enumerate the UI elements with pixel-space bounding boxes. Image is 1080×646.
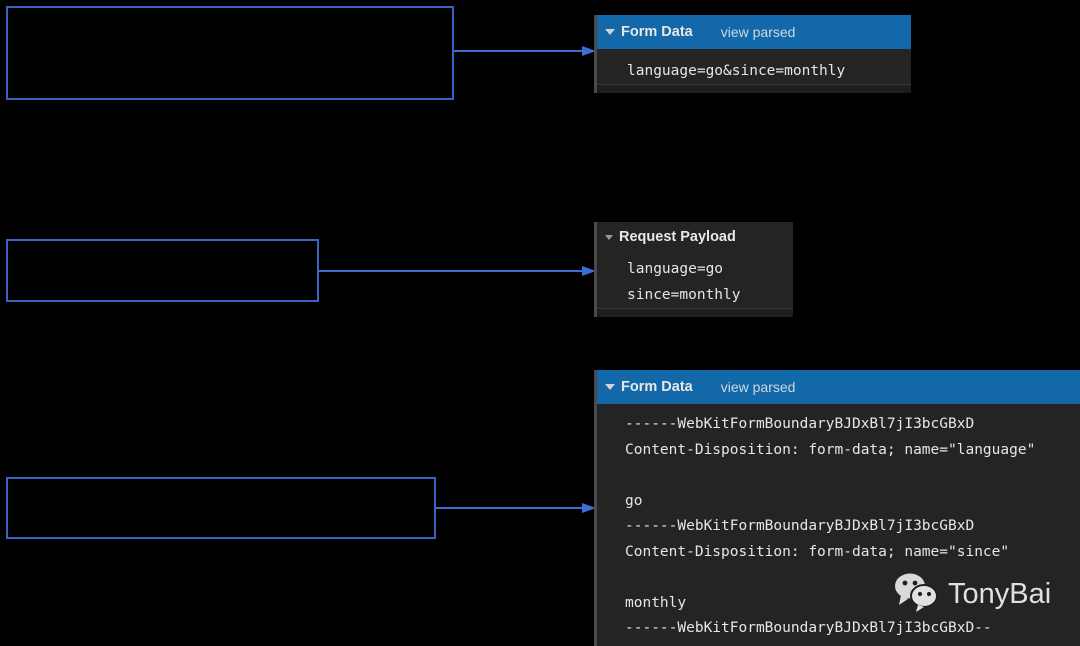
multipart-line: go (625, 492, 643, 509)
highlight-box-json (6, 239, 319, 302)
view-parsed-link[interactable]: view parsed (720, 24, 796, 40)
triangle-down-icon[interactable] (605, 29, 615, 35)
panel-title: Form Data (621, 24, 693, 40)
panel-header-form-data-urlencoded[interactable]: Form Data view parsed (597, 15, 911, 49)
connector-arrow-3 (436, 502, 596, 514)
multipart-line: Content-Disposition: form-data; name="si… (625, 543, 1010, 560)
panel-body-request-payload: language=go since=monthly (597, 252, 793, 308)
multipart-line (597, 565, 1080, 591)
triangle-down-icon[interactable] (605, 234, 613, 240)
panel-body-form-data-urlencoded: language=go&since=monthly (597, 49, 911, 84)
panel-header-form-data-multipart[interactable]: Form Data view parsed (597, 370, 1080, 404)
payload-line: since=monthly (627, 287, 741, 303)
highlight-box-multipart (6, 477, 436, 539)
multipart-line: monthly (625, 594, 687, 611)
panel-footer (597, 84, 911, 93)
triangle-down-icon[interactable] (605, 384, 615, 390)
multipart-line: ------WebKitFormBoundaryBJDxBl7jI3bcGBxD (625, 416, 975, 432)
panel-request-payload: Request Payload language=go since=monthl… (594, 222, 793, 317)
form-data-line: language=go&since=monthly (627, 63, 846, 79)
payload-line: language=go (627, 261, 724, 277)
highlight-box-urlencoded (6, 6, 454, 100)
panel-title: Form Data (621, 379, 693, 395)
panel-body-form-data-multipart: ------WebKitFormBoundaryBJDxBl7jI3bcGBxD… (597, 404, 1080, 642)
panel-header-request-payload[interactable]: Request Payload (597, 222, 793, 252)
panel-footer (597, 308, 793, 317)
connector-arrow-2 (319, 265, 596, 277)
connector-arrow-1 (454, 45, 596, 57)
multipart-line: Content-Disposition: form-data; name="la… (625, 441, 1036, 458)
multipart-line: ------WebKitFormBoundaryBJDxBl7jI3bcGBxD… (625, 620, 992, 636)
panel-form-data-urlencoded: Form Data view parsed language=go&since=… (594, 15, 911, 93)
multipart-line: ------WebKitFormBoundaryBJDxBl7jI3bcGBxD (625, 518, 975, 534)
multipart-line (597, 463, 1080, 489)
panel-form-data-multipart: Form Data view parsed ------WebKitFormBo… (594, 370, 1080, 646)
view-parsed-link[interactable]: view parsed (720, 379, 796, 395)
panel-title: Request Payload (619, 229, 736, 245)
